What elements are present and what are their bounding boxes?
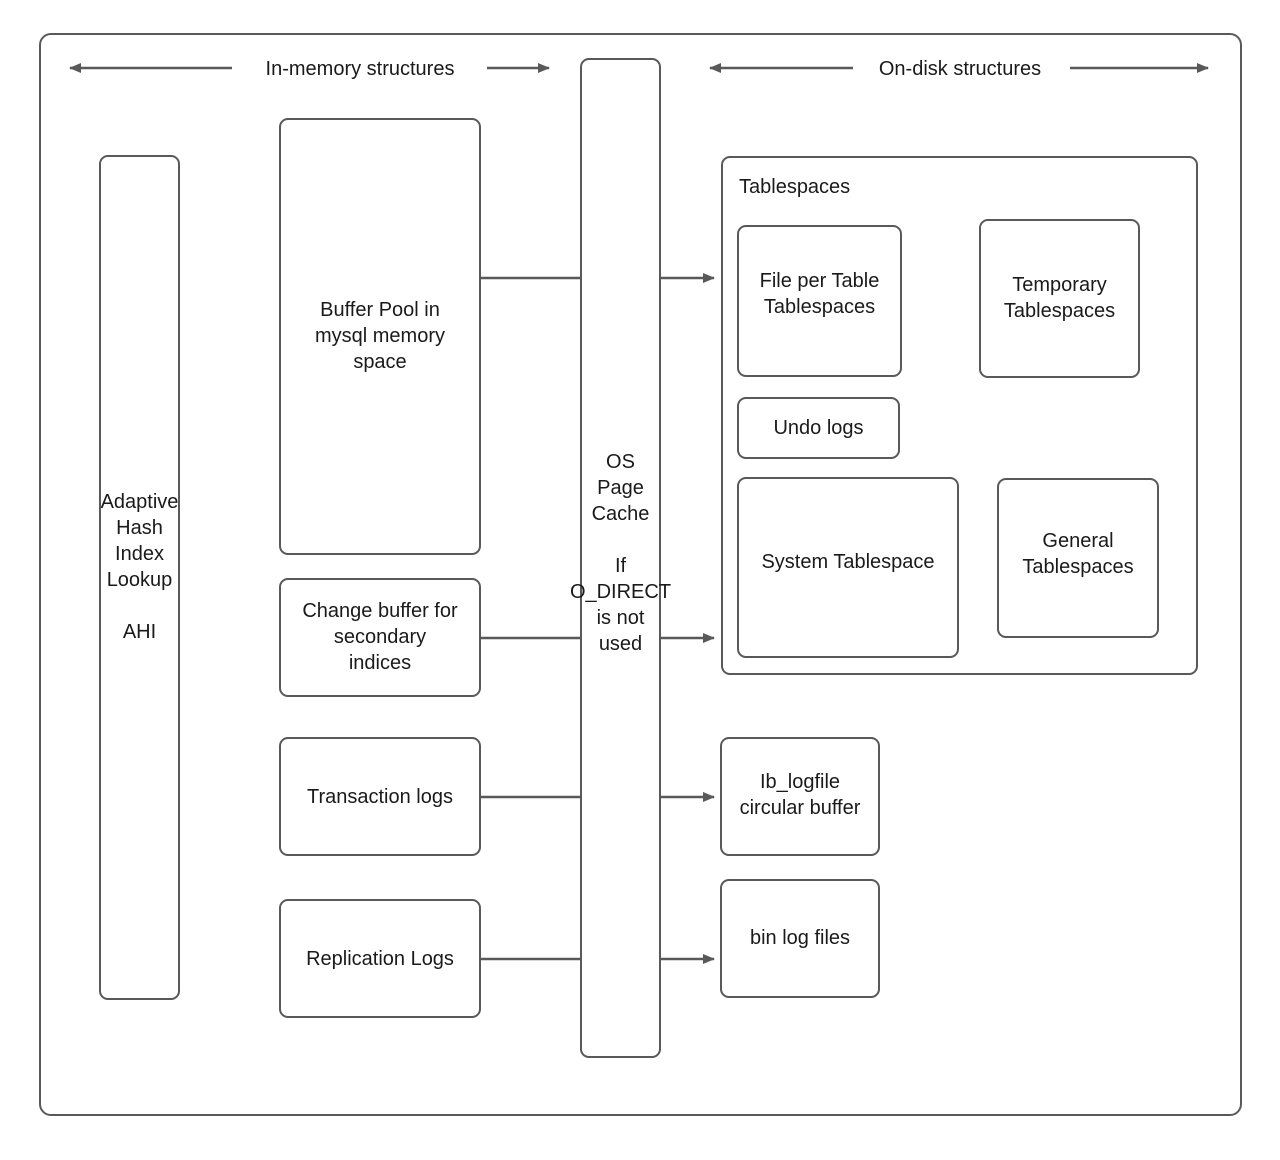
adaptive-hash-index-box[interactable] [99,155,180,1000]
change-buffer-line-1: Change buffer for [302,600,458,622]
on-disk-structures-label: On-disk structures [878,58,1042,80]
temporary-tablespaces-box[interactable] [979,219,1140,378]
general-tablespaces-line-1: General [1042,530,1114,552]
os-page-cache-box[interactable] [580,58,661,1058]
ahi-blank-line [60,593,219,619]
ib-logfile-box[interactable] [720,737,880,856]
general-tablespaces-label-group: General Tablespaces [987,528,1169,580]
buffer-pool-line-1: Buffer Pool in [320,299,440,321]
file-per-table-line-2: Tablespaces [763,296,876,318]
os-page-cache-line-7: used [598,633,643,655]
file-per-table-label-group: File per Table Tablespaces [727,268,912,320]
general-tablespaces-box[interactable] [997,478,1159,638]
file-per-table-line-1: File per Table [759,270,880,292]
temporary-tablespaces-line-2: Tablespaces [1003,300,1116,322]
change-buffer-label-group: Change buffer for secondary indices [279,598,481,676]
buffer-pool-line-2: mysql memory [314,325,445,347]
general-tablespaces-line-2: Tablespaces [1022,556,1134,578]
undo-logs-box[interactable] [737,397,900,459]
os-page-cache-line-4: If [614,555,627,577]
os-page-cache-line-6: is not [596,607,645,629]
os-page-cache-line-5: O_DIRECT [569,581,672,603]
transaction-logs-box[interactable] [279,737,481,856]
ib-logfile-label-group: Ib_logfile circular buffer [710,769,890,821]
temporary-tablespaces-line-1: Temporary [1012,274,1107,296]
replication-logs-box[interactable] [279,899,481,1018]
ib-logfile-line-1: Ib_logfile [759,771,841,793]
buffer-pool-line-3: space [353,351,407,373]
temporary-tablespaces-label-group: Temporary Tablespaces [969,272,1150,324]
ahi-line-1: Adaptive [100,491,179,513]
buffer-pool-label-group: Buffer Pool in mysql memory space [279,297,481,375]
adaptive-hash-index-label-group: Adaptive Hash Index Lookup AHI [60,489,219,645]
change-buffer-box[interactable] [279,578,481,697]
ahi-abbreviation: AHI [122,621,157,643]
tablespaces-group-title: Tablespaces [739,176,851,198]
ahi-line-4: Lookup [106,569,173,591]
os-page-cache-label-group: OS Page Cache If O_DIRECT is not used [540,449,701,657]
change-buffer-line-3: indices [348,652,412,674]
file-per-table-tablespaces-box[interactable] [737,225,902,377]
change-buffer-line-2: secondary [333,626,427,648]
bin-log-files-box[interactable] [720,879,880,998]
in-memory-structures-label: In-memory structures [265,58,455,80]
buffer-pool-box[interactable] [279,118,481,555]
os-page-cache-line-1: OS [606,451,635,473]
system-tablespace-box[interactable] [737,477,959,658]
os-page-cache-blank-line [540,527,701,553]
os-page-cache-line-2: Page [597,477,644,499]
ahi-line-3: Index [115,543,164,565]
ib-logfile-line-2: circular buffer [739,797,861,819]
ahi-line-2: Hash [116,517,163,539]
os-page-cache-line-3: Cache [591,503,650,525]
